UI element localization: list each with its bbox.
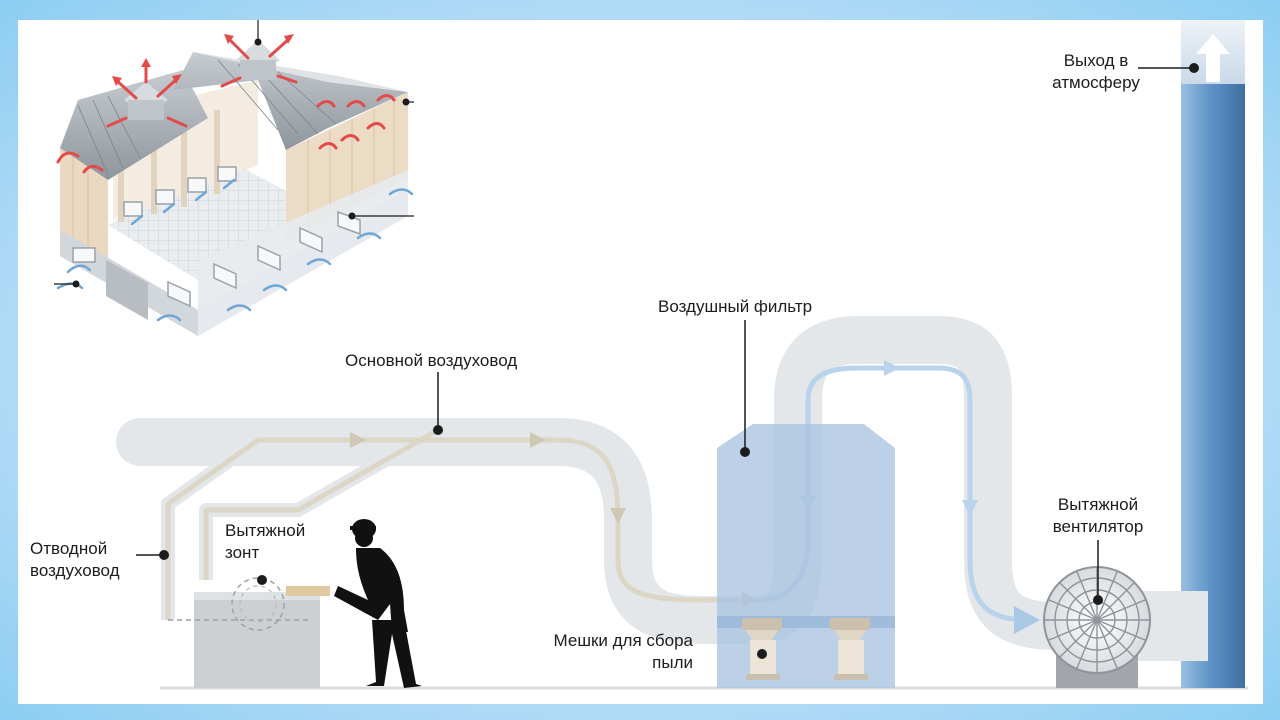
main-duct-label: Основной воздуховод: [345, 351, 518, 370]
hood-label: Вытяжной зонт: [225, 520, 305, 564]
branch-duct-label: Отводной воздуховод: [30, 538, 120, 582]
fan-label: Вытяжной вентилятор: [1038, 494, 1158, 538]
dust-bags-label-line2: пыли: [652, 653, 693, 672]
up-arrow-icon: [1196, 34, 1230, 82]
diagram-panel: Выход в атмосферу Воздушный фильтр Основ…: [18, 20, 1263, 704]
fan-label-line1: Вытяжной: [1057, 495, 1139, 514]
intake-arrows: [56, 178, 414, 322]
wooden-plank: [286, 586, 330, 596]
ventilation-diagram: [54, 20, 1248, 690]
hood-label-line2: зонт: [225, 543, 260, 562]
exit-label-line1: Выход в: [1063, 51, 1129, 70]
extraction-fan: [1043, 566, 1151, 688]
exhaust-arrowheads: [112, 34, 294, 86]
roof-vent: [124, 40, 280, 120]
leader-lines: [136, 67, 1194, 600]
fan-label-line2: вентилятор: [1052, 517, 1144, 536]
hood-label-line1: Вытяжной: [225, 521, 306, 540]
exhaust-stack: [1181, 20, 1245, 688]
worker-silhouette: [334, 519, 422, 688]
branch-duct-label-line2: воздуховод: [30, 561, 120, 580]
workbench: [168, 577, 320, 688]
dust-bag: [830, 618, 870, 680]
dust-bags-label: Мешки для сбора пыли: [538, 630, 693, 674]
building-leader-lines: [54, 20, 414, 285]
exit-label-line2: атмосферу: [1052, 73, 1140, 92]
leader-dots: [159, 63, 1199, 659]
exit-label: Выход в атмосферу: [1046, 50, 1146, 94]
branch-duct-label-line1: Отводной: [30, 539, 108, 558]
building-illustration: [54, 20, 414, 336]
dust-bags-label-line1: Мешки для сбора: [553, 631, 693, 650]
air-filter-label: Воздушный фильтр: [658, 297, 813, 316]
air-filter: [717, 424, 895, 688]
